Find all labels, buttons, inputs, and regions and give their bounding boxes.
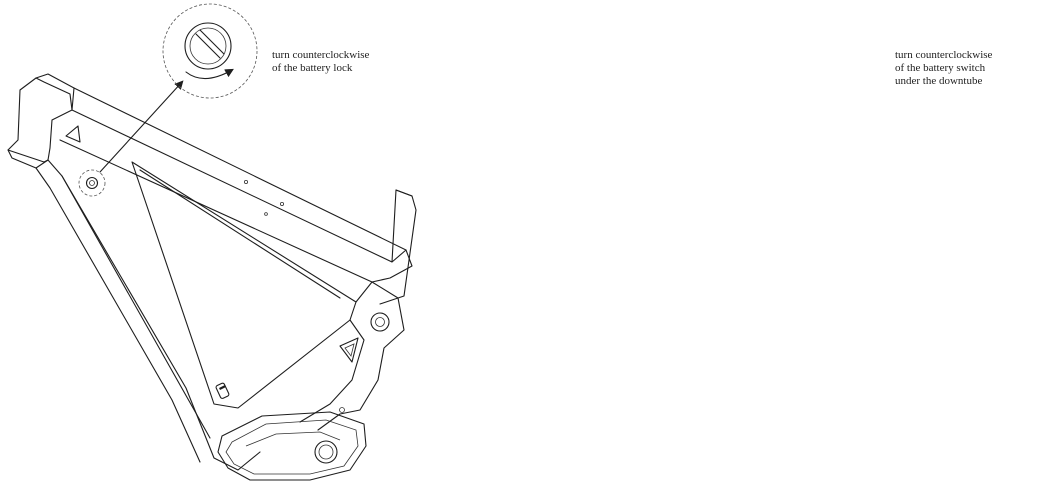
callout-pointer-left <box>99 80 184 173</box>
caption-line: of the battery switch <box>895 62 986 74</box>
caption-line: under the downtube <box>895 75 983 87</box>
caption-line: turn counterclockwise <box>895 49 993 61</box>
caption-line: of the battery lock <box>272 62 353 74</box>
frame-battery-installed <box>7 73 417 481</box>
step-1-caption: turn counterclockwise of the battery loc… <box>272 49 369 75</box>
battery-lock-key-icon <box>162 3 258 99</box>
caption-line: turn counterclockwise <box>272 49 370 61</box>
step-2-caption: turn counterclockwise of the battery swi… <box>895 49 992 88</box>
